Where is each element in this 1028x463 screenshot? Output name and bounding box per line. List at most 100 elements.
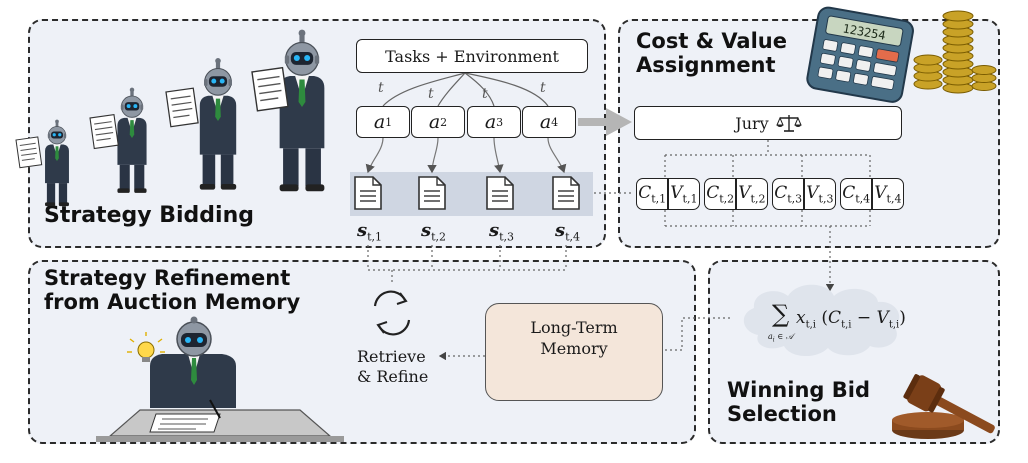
cost-4: Ct,4 — [841, 183, 871, 205]
gavel-illustration — [892, 374, 995, 439]
document-icon-2 — [418, 176, 446, 210]
winning-bid-title-line1: Winning Bid — [727, 378, 870, 402]
winning-bid-title: Winning Bid Selection — [727, 378, 870, 426]
memory-label-line2: Memory — [540, 338, 608, 358]
value-1-sub: t,1 — [682, 192, 698, 206]
cost-value-title: Cost & Value Assignment — [636, 29, 787, 77]
task-branches — [382, 72, 549, 107]
t-label-4: t — [540, 80, 546, 96]
long-term-memory-box: Long-Term Memory — [485, 303, 663, 401]
strategy-label-1: st,1 — [357, 220, 382, 244]
value-3-sub: t,3 — [818, 192, 834, 206]
formula-close: ) — [899, 308, 906, 328]
action-a1-sym: a — [373, 111, 386, 133]
value-2: Vt,2 — [737, 183, 767, 205]
jury-connectors — [594, 140, 871, 194]
jury-box: Jury — [634, 106, 902, 140]
action-to-strategy-arrows — [365, 137, 567, 174]
formula-sigma: ∑ — [772, 300, 790, 328]
action-a4-sub: 4 — [551, 115, 559, 129]
value-3-sym: V — [806, 182, 819, 203]
strategy-label-3-sub: t,3 — [499, 230, 515, 244]
value-1: Vt,1 — [669, 183, 699, 205]
memory-label-line1: Long-Term — [530, 318, 618, 337]
strategy-to-refine-connectors — [367, 245, 567, 283]
cost-3: Ct,3 — [773, 183, 803, 205]
formula-open: ( — [821, 308, 829, 328]
value-3: Vt,3 — [805, 183, 835, 205]
document-icon-1 — [354, 176, 382, 210]
value-4: Vt,4 — [873, 183, 903, 205]
cost-value-title-line1: Cost & Value — [636, 29, 787, 53]
scales-icon — [775, 115, 802, 132]
to-jury-arrow — [578, 108, 632, 136]
cost-2: Ct,2 — [705, 183, 735, 205]
strategy-label-4-sym: s — [555, 220, 566, 241]
strategy-bidding-title: Strategy Bidding — [44, 203, 254, 228]
action-a3-sub: 3 — [496, 115, 504, 129]
strategy-label-4: st,4 — [555, 220, 580, 244]
cost-1-sym: C — [638, 182, 652, 203]
strategy-refinement-title-line2: from Auction Memory — [44, 290, 301, 315]
value-2-sym: V — [738, 182, 751, 203]
formula-cloud — [743, 284, 900, 357]
t-label-1: t — [378, 80, 384, 96]
cost-1-sub: t,1 — [651, 192, 667, 206]
strategy-label-2-sub: t,2 — [431, 230, 447, 244]
t-label-2: t — [428, 86, 434, 102]
strategy-label-2-sym: s — [421, 220, 432, 241]
action-a2-sub: 2 — [440, 115, 448, 129]
strategy-refinement-title-line1: Strategy Refinement — [44, 266, 291, 290]
cost-1: Ct,1 — [637, 183, 667, 205]
strategy-label-1-sub: t,1 — [367, 230, 383, 244]
tasks-environment-box: Tasks + Environment — [356, 39, 588, 73]
formula-x: x — [796, 308, 806, 328]
winning-bid-title-line2: Selection — [727, 402, 837, 427]
strategy-label-3: st,3 — [489, 220, 514, 244]
action-a1-sub: 1 — [385, 115, 393, 129]
action-a3-sym: a — [484, 111, 497, 133]
formula-c-sub: t,i — [841, 319, 852, 331]
action-a4-sym: a — [539, 111, 552, 133]
cost-2-sub: t,2 — [719, 192, 735, 206]
writing-robot-illustration — [96, 316, 344, 442]
cost-value-title-line2: Assignment — [636, 53, 776, 78]
cost-4-sym: C — [842, 182, 856, 203]
formula-under-a: a — [768, 332, 773, 341]
retrieve-line2: & Refine — [357, 367, 429, 386]
cost-3-sym: C — [774, 182, 788, 203]
retrieve-line1: Retrieve — [357, 347, 426, 366]
strategy-label-3-sym: s — [489, 220, 500, 241]
formula-under-rest: ∈ 𝒜 — [774, 332, 794, 341]
document-icon-4 — [552, 176, 580, 210]
value-1-sym: V — [670, 182, 683, 203]
winning-bid-formula: ∑ ai ∈ 𝒜 xt,i (Ct,i − Vt,i) — [768, 300, 906, 346]
t-label-3: t — [482, 86, 488, 102]
strategy-label-2: st,2 — [421, 220, 446, 244]
formula-under-sub: i — [772, 336, 775, 344]
strategy-label-4-sub: t,4 — [565, 230, 581, 244]
formula-v-sub: t,i — [888, 319, 900, 331]
value-4-sym: V — [874, 182, 887, 203]
formula-v: V — [876, 308, 889, 328]
cost-to-winning-connectors — [664, 210, 871, 292]
retrieve-refine-label: Retrieve & Refine — [357, 347, 428, 387]
jury-label: Jury — [735, 113, 769, 133]
refresh-cycle-icon — [373, 290, 411, 336]
cost-2-sym: C — [706, 182, 720, 203]
coin-stacks-illustration — [913, 10, 997, 94]
lightbulb-icon — [127, 332, 165, 362]
value-4-sub: t,4 — [886, 192, 902, 206]
cost-4-sub: t,4 — [855, 192, 871, 206]
formula-underset: ai ∈ 𝒜 — [768, 332, 793, 344]
formula-body: xt,i (Ct,i − Vt,i) — [796, 308, 906, 330]
strategy-label-1-sym: s — [357, 220, 368, 241]
formula-c: C — [828, 308, 842, 328]
